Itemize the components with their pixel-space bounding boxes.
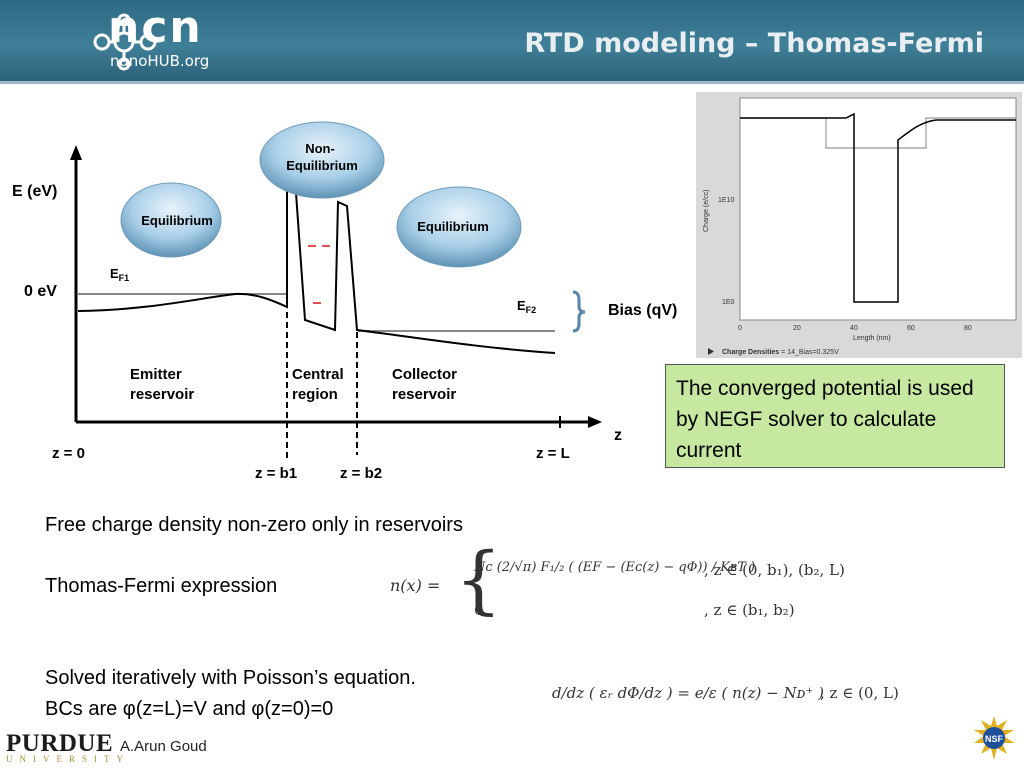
page-title: RTD modeling – Thomas-Fermi bbox=[524, 28, 984, 59]
equilibrium-bubble-left bbox=[120, 182, 222, 258]
zb1-label: z = b1 bbox=[255, 465, 297, 482]
charge-density-plot: 1E10 1E0 0 20 40 60 80 Length (nm) Charg… bbox=[703, 97, 1017, 356]
nsf-logo-icon: NSF bbox=[974, 716, 1014, 760]
central-label-1: Central bbox=[292, 366, 344, 383]
eq-case1: Nᴄ (2/√π) F₁/₂ ( (EF − (Eᴄ(z) − qΦ)) / K… bbox=[474, 560, 756, 575]
z0-label: z = 0 bbox=[52, 445, 85, 462]
emitter-label-1: Emitter bbox=[130, 366, 182, 383]
central-label-2: region bbox=[292, 386, 338, 403]
logo-ncn-text: ncn bbox=[108, 2, 203, 53]
zl-label: z = L bbox=[536, 445, 570, 462]
ef2-label: EF2 bbox=[517, 298, 536, 315]
eq-nx: n(x) = bbox=[390, 576, 441, 595]
ef1-label: EF1 bbox=[110, 266, 129, 283]
charge-density-plot-panel: 1E10 1E0 0 20 40 60 80 Length (nm) Charg… bbox=[696, 92, 1022, 358]
collector-label-1: Collector bbox=[392, 366, 457, 383]
eq-case2-cond: , z ∈ (b₁, b₂) bbox=[704, 601, 795, 619]
emitter-label-2: reservoir bbox=[130, 386, 194, 403]
bubble-center-label-2: Equilibrium bbox=[286, 158, 358, 173]
author-name: A.Arun Goud bbox=[120, 738, 207, 755]
plot-legend: Charge Densities = 14_Bias=0.325V bbox=[722, 349, 839, 356]
eq-case1-cond: , z ∈ (0, b₁), (b₂, L) bbox=[704, 561, 845, 579]
zero-ev-label: 0 eV bbox=[24, 283, 57, 300]
eq-poisson: d/dz ( εᵣ dΦ/dz ) = e/ε ( n(z) − Nᴅ⁺ ) bbox=[552, 684, 824, 702]
bias-label: Bias (qV) bbox=[608, 302, 677, 319]
header-banner: ncn nanoHUB.org RTD modeling – Thomas-Fe… bbox=[0, 0, 1024, 84]
body-line-thomas-fermi: Thomas-Fermi expression bbox=[45, 575, 278, 597]
purdue-wordmark: PURDUE bbox=[6, 730, 114, 757]
logo-nanohub-text: nanoHUB.org bbox=[110, 52, 210, 70]
purdue-university-sub: UNIVERSITY bbox=[6, 754, 130, 764]
bubble-right-label: Equilibrium bbox=[417, 219, 489, 234]
ncn-molecule-logo-icon bbox=[93, 13, 157, 71]
eq-poisson-cond: , z ∈ (0, L) bbox=[820, 684, 899, 702]
xtick-0: 0 bbox=[738, 325, 742, 332]
band-edge-curve bbox=[77, 185, 556, 354]
charge-curve bbox=[740, 112, 1016, 303]
bias-brace bbox=[572, 290, 586, 333]
xtick-60: 60 bbox=[907, 325, 915, 332]
y-axis-label: E (eV) bbox=[12, 183, 57, 200]
body-line-charge: Free charge density non-zero only in res… bbox=[45, 514, 463, 536]
bubble-center-label-1: Non- bbox=[305, 141, 335, 156]
bubble-left-label: Equilibrium bbox=[141, 213, 213, 228]
x-axis-label: z bbox=[614, 427, 622, 444]
eq-case2: 0 bbox=[474, 601, 484, 619]
x-axis-arrow-icon bbox=[588, 416, 602, 428]
xtick-20: 20 bbox=[793, 325, 801, 332]
eq-brace: { bbox=[455, 537, 503, 623]
non-equilibrium-bubble bbox=[259, 121, 385, 199]
xtick-80: 80 bbox=[964, 325, 972, 332]
collector-label-2: reservoir bbox=[392, 386, 456, 403]
plot-ylabel: Charge (e/cc) bbox=[703, 190, 710, 232]
xtick-40: 40 bbox=[850, 325, 858, 332]
nsf-logo-text: NSF bbox=[985, 734, 1004, 744]
zb2-label: z = b2 bbox=[340, 465, 382, 482]
rtd-band-diagram: Equilibrium Non- Equilibrium Equilibrium… bbox=[12, 121, 677, 482]
ytick-1e0: 1E0 bbox=[722, 299, 735, 306]
negf-callout: The converged potential is used by NEGF … bbox=[665, 364, 1005, 468]
legend-expand-icon[interactable] bbox=[708, 348, 714, 355]
ytick-1e10: 1E10 bbox=[718, 197, 734, 204]
purdue-logo: PURDUE UNIVERSITY bbox=[6, 730, 130, 764]
equilibrium-bubble-right bbox=[396, 186, 522, 268]
body-line-poisson: Solved iteratively with Poisson’s equati… bbox=[45, 667, 416, 689]
body-line-bcs: BCs are φ(z=L)=V and φ(z=0)=0 bbox=[45, 698, 334, 720]
plot-xlabel: Length (nm) bbox=[853, 335, 891, 342]
y-axis-arrow-icon bbox=[70, 145, 82, 160]
